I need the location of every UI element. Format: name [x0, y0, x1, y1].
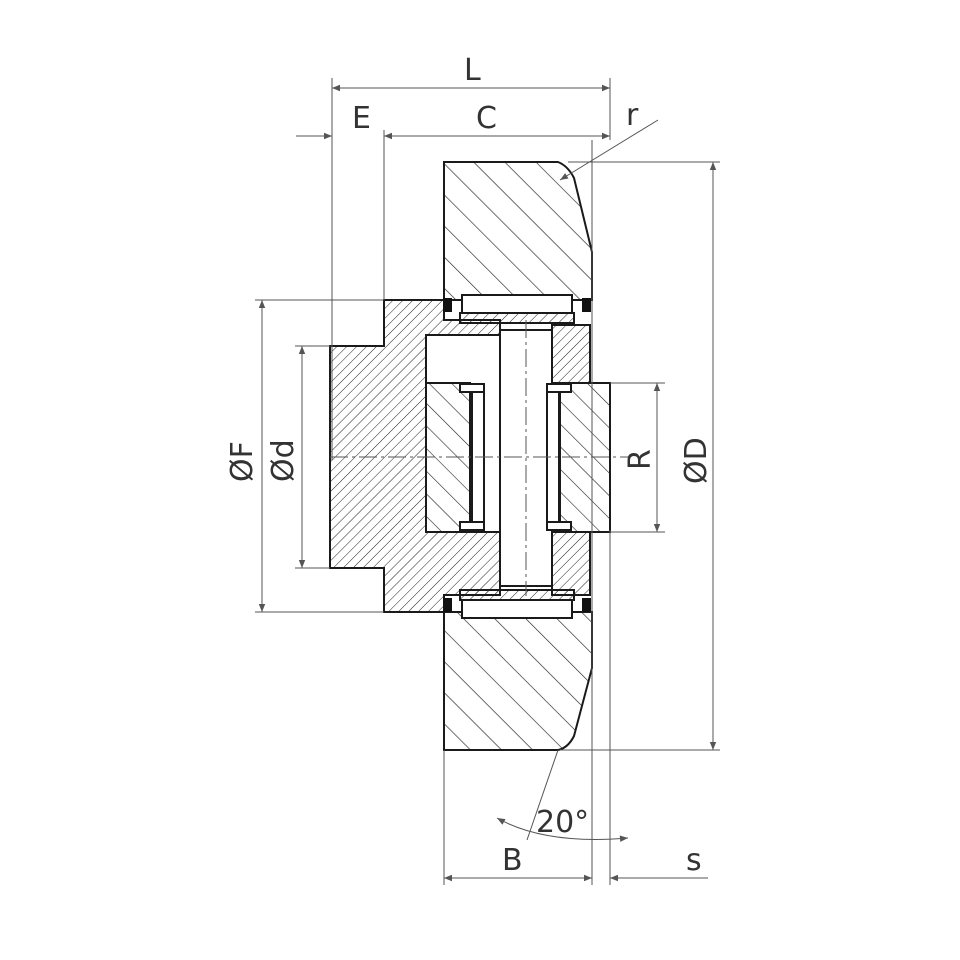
roller-lower: [461, 599, 573, 619]
label-s: s: [686, 843, 702, 878]
leader-r: [559, 119, 659, 181]
seal-lower-right: [582, 598, 591, 612]
label-r-small: r: [626, 98, 639, 133]
needle-right-bottom-clip: [546, 521, 572, 531]
label-c: C: [476, 101, 497, 136]
inner-ring-right-upper: [551, 324, 591, 384]
seal-lower-left: [443, 598, 452, 612]
label-phi-d: Ød: [266, 439, 301, 482]
roller-upper: [461, 294, 573, 314]
label-angle: 20°: [536, 805, 589, 840]
needle-right-top-clip: [546, 383, 572, 393]
outer-ring-lower: [443, 611, 593, 751]
inner-ring-right-lower: [551, 531, 591, 596]
needle-left-bottom-clip: [459, 521, 485, 531]
seal-upper-left: [443, 298, 452, 312]
angle-arc: [496, 817, 629, 842]
label-phi-d-large: ØD: [679, 437, 714, 484]
roller-lower-cage: [459, 589, 575, 601]
label-e: E: [352, 101, 371, 136]
seal-upper-right: [582, 298, 591, 312]
label-phi-f: ØF: [225, 441, 260, 482]
outer-ring-upper: [443, 161, 593, 301]
label-b: B: [502, 843, 523, 878]
label-l: L: [464, 53, 481, 88]
roller-upper-cage: [459, 312, 575, 324]
needle-left-top-clip: [459, 383, 485, 393]
label-r: R: [623, 449, 658, 470]
